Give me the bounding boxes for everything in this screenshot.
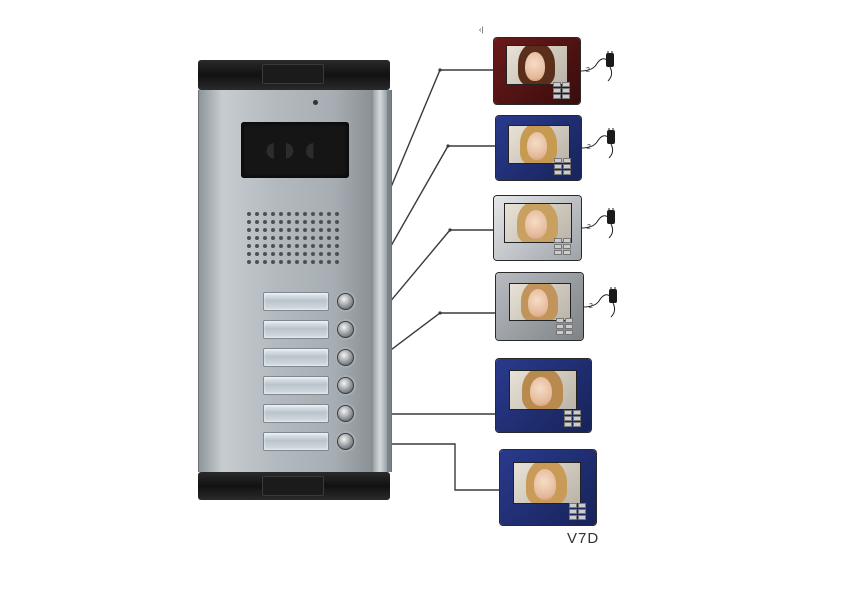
- wire-6: [343, 443, 500, 491]
- power-adapter-icon: [580, 128, 615, 159]
- call-button-5[interactable]: [337, 405, 354, 422]
- indoor-monitor-1[interactable]: [494, 38, 580, 104]
- call-button-3[interactable]: [337, 349, 354, 366]
- face-image: [527, 131, 548, 161]
- indoor-monitor-6[interactable]: [500, 450, 596, 525]
- door-panel: ◖◗◖: [198, 60, 392, 500]
- call-button-2[interactable]: [337, 321, 354, 338]
- power-adapter-icon: [579, 51, 614, 82]
- panel-bottom-cap: [198, 472, 390, 500]
- monitor-screen: [508, 125, 570, 164]
- call-button-4[interactable]: [337, 377, 354, 394]
- monitor-keypad[interactable]: [554, 158, 571, 175]
- camera-icon: ◖◗◖: [241, 122, 349, 178]
- name-plate-2: [263, 320, 329, 339]
- call-button-6[interactable]: [337, 433, 354, 450]
- corner-mark: ‹|: [479, 27, 484, 34]
- indoor-monitor-2[interactable]: [496, 116, 581, 180]
- wiring-mark: 2: [587, 224, 591, 231]
- indoor-monitor-5[interactable]: [496, 359, 591, 432]
- face-image: [525, 51, 546, 82]
- face-image: [529, 376, 553, 407]
- monitor-keypad[interactable]: [569, 503, 586, 520]
- face-image: [524, 209, 548, 240]
- power-adapter-icon: [582, 286, 617, 317]
- name-plate-6: [263, 432, 329, 451]
- monitor-screen: [509, 370, 577, 410]
- monitor-screen: [509, 283, 571, 321]
- name-plate-5: [263, 404, 329, 423]
- model-label: V7D: [567, 530, 600, 547]
- power-adapter-icon: [580, 208, 615, 239]
- panel-face: ◖◗◖: [198, 90, 392, 472]
- panel-top-cap: [198, 60, 390, 90]
- monitor-screen: [504, 203, 572, 243]
- monitor-keypad[interactable]: [553, 82, 570, 99]
- monitor-keypad[interactable]: [554, 238, 571, 255]
- monitor-screen: [506, 45, 568, 85]
- monitor-keypad[interactable]: [556, 318, 573, 335]
- wiring-mark: 2: [589, 302, 593, 310]
- wiring-mark: 2: [586, 67, 590, 74]
- speaker-grille-icon: [247, 212, 343, 272]
- face-image: [528, 289, 549, 318]
- monitor-screen: [513, 462, 581, 504]
- name-plate-4: [263, 376, 329, 395]
- indoor-monitor-3[interactable]: [494, 196, 581, 260]
- face-image: [533, 469, 557, 501]
- name-plate-1: [263, 292, 329, 311]
- wiring-mark: 2: [587, 144, 591, 151]
- monitor-keypad[interactable]: [564, 410, 581, 427]
- microphone-icon: [313, 100, 318, 105]
- indoor-monitor-4[interactable]: [496, 273, 583, 340]
- name-plate-3: [263, 348, 329, 367]
- call-button-1[interactable]: [337, 293, 354, 310]
